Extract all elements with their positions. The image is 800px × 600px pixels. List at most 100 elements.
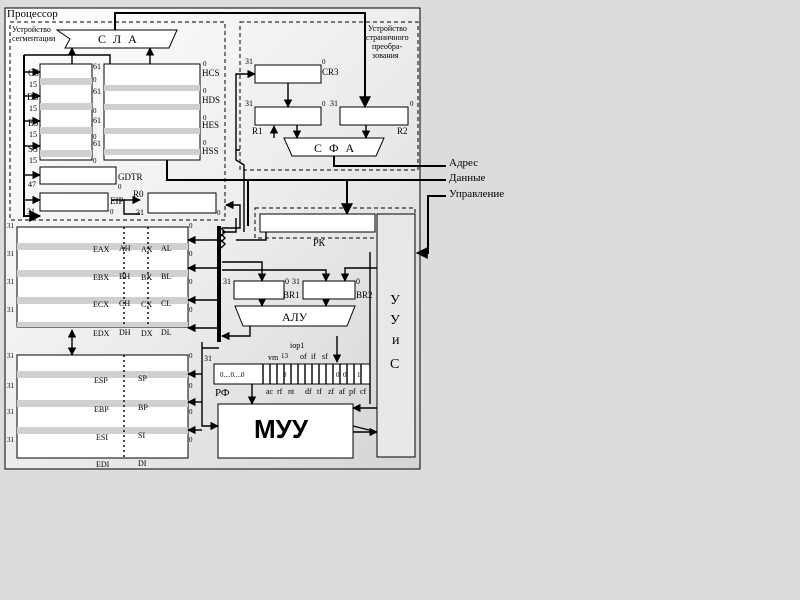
- bit-0: 0: [93, 133, 97, 141]
- flag-cell-value: 1: [357, 371, 361, 379]
- br1-label: BR1: [283, 290, 300, 300]
- ebx-label: EBX: [93, 273, 109, 282]
- flag-tf: tf: [317, 387, 322, 396]
- ds-size: 15: [29, 104, 37, 113]
- muu-label: МУУ: [254, 414, 309, 444]
- dx-label: DX: [141, 329, 153, 338]
- bit-31: 31: [7, 278, 15, 286]
- flag-if: if: [311, 352, 316, 361]
- gdtr-register: [39, 166, 117, 185]
- flag-df: df: [305, 387, 312, 396]
- eip-register: [39, 192, 109, 212]
- bit-0: 0: [110, 208, 114, 216]
- bit-31: 31: [7, 222, 15, 230]
- flag-cell-value: 0: [336, 371, 340, 379]
- br1-register: [233, 280, 285, 300]
- flag-zf: zf: [328, 387, 335, 396]
- page-unit-label-1: Устройство: [368, 24, 407, 33]
- bit-0: 0: [203, 114, 207, 122]
- r0-register: [147, 192, 217, 214]
- r2-register: [339, 106, 409, 126]
- esi-label: ESI: [96, 433, 108, 442]
- alu: [234, 305, 356, 327]
- bit-0: 0: [189, 306, 193, 314]
- hcs-label: HCS: [202, 68, 220, 78]
- bit-0: 0: [189, 436, 193, 444]
- dh-label: DH: [119, 328, 131, 337]
- r2-label: R2: [397, 126, 408, 136]
- bx-label: BX: [141, 273, 152, 282]
- pointer-registers-block: [16, 354, 189, 459]
- uus-letter-3: и: [392, 333, 400, 348]
- bit-31: 31: [7, 436, 15, 444]
- cr3-label: CR3: [322, 67, 339, 77]
- ch-label: CH: [119, 299, 130, 308]
- dl-label: DL: [161, 328, 172, 337]
- sla-adder: [55, 29, 178, 49]
- bit-0: 0: [203, 139, 207, 147]
- uus-letter-4: С: [390, 357, 399, 372]
- flag-cell-value: 0: [343, 371, 347, 379]
- bit-0: 0: [217, 209, 221, 217]
- flag-cf: cf: [360, 387, 367, 396]
- si-label: SI: [138, 431, 145, 440]
- sp-label: SP: [138, 374, 147, 383]
- linear-address-line: [114, 12, 371, 109]
- bit-31: 31: [7, 408, 15, 416]
- page-unit-label-3: преобра-: [372, 42, 402, 51]
- bit-31: 31: [136, 208, 144, 217]
- flag-sf: sf: [322, 352, 328, 361]
- hds-label: HDS: [202, 95, 220, 105]
- br2-register: [302, 280, 356, 300]
- bit-31: 31: [330, 99, 338, 108]
- address-bus-line: [333, 156, 446, 167]
- bp-label: BP: [138, 403, 148, 412]
- bit-0: 0: [189, 250, 193, 258]
- bit-61: 61: [93, 116, 101, 125]
- page-unit-label-2: страничного: [366, 33, 409, 42]
- r1-register: [254, 106, 322, 126]
- sfa-adder: [283, 137, 385, 157]
- bit-31: 31: [7, 382, 15, 390]
- bit-0: 0: [189, 408, 193, 416]
- cl-label: CL: [161, 299, 171, 308]
- bit-0: 0: [189, 382, 193, 390]
- bl-label: BL: [161, 272, 171, 281]
- hidden-descriptor-registers: [103, 63, 201, 161]
- al-label: AL: [161, 244, 172, 253]
- bit-31: 31: [204, 354, 212, 363]
- gdtr-label: GDTR: [118, 172, 143, 182]
- address-label: Адрес: [449, 157, 478, 169]
- r1-label: R1: [252, 126, 263, 136]
- ss-size: 15: [29, 156, 37, 165]
- flag-ac: ac: [266, 387, 274, 396]
- edi-label: EDI: [96, 460, 110, 469]
- alu-label: АЛУ: [282, 310, 308, 324]
- general-registers-block: [16, 226, 189, 328]
- eax-label: EAX: [93, 245, 110, 254]
- bit-0: 0: [285, 277, 289, 286]
- bit-47: 47: [28, 180, 36, 189]
- hes-label: HES: [202, 120, 219, 130]
- flag-cells: [262, 364, 362, 384]
- bit-31: 31: [292, 277, 300, 286]
- br2-label: BR2: [356, 290, 373, 300]
- bit-0: 0: [93, 76, 97, 84]
- bit-31: 31: [245, 57, 253, 66]
- bit-31: 31: [27, 207, 35, 216]
- flag-nt: nt: [288, 387, 295, 396]
- flag-of: of: [300, 352, 307, 361]
- ds-label: DS: [27, 92, 39, 102]
- es-size: 15: [29, 130, 37, 139]
- ah-label: AH: [119, 244, 131, 253]
- flag-cell-value: 0: [283, 371, 287, 379]
- hss-label: HSS: [202, 146, 219, 156]
- segmentation-unit-frame: [9, 21, 226, 221]
- ebp-label: EBP: [94, 405, 109, 414]
- bit-31: 31: [7, 250, 15, 258]
- data-bus-line: [166, 160, 446, 181]
- bit-61: 61: [93, 139, 101, 148]
- bit-31: 31: [245, 99, 253, 108]
- es-label: ES: [28, 118, 39, 128]
- flag-rf: rf: [277, 387, 283, 396]
